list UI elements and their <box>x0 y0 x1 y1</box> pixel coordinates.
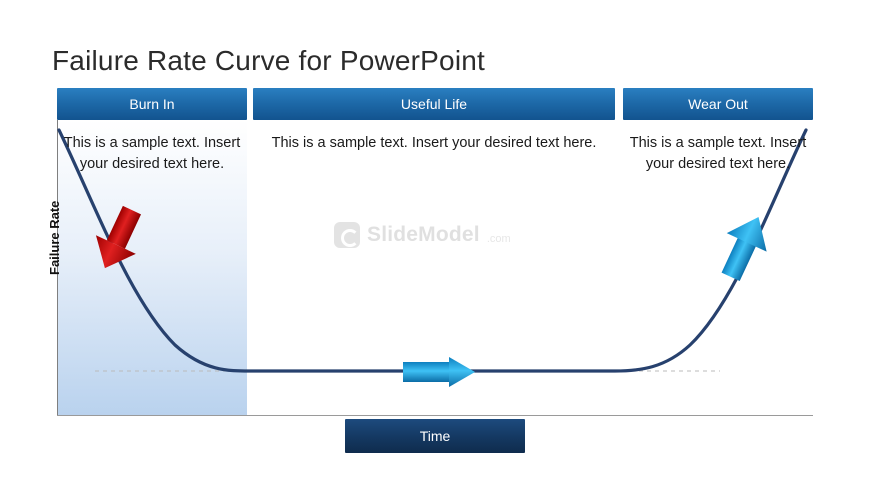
x-axis-label: Time <box>419 428 451 444</box>
up-arrow-icon <box>721 216 767 282</box>
phase-text-burn-in[interactable]: This is a sample text. Insert your desir… <box>63 135 241 173</box>
phase-header-useful-life[interactable]: Useful Life <box>253 88 615 120</box>
x-axis-line <box>57 415 813 416</box>
watermark-tld: .com <box>486 233 511 245</box>
phase-header-useful-life-label: Useful Life <box>400 96 468 112</box>
phase-text-useful-life[interactable]: This is a sample text. Insert your desir… <box>271 135 597 151</box>
phase-header-wear-out[interactable]: Wear Out <box>623 88 813 120</box>
down-arrow-icon <box>95 205 142 269</box>
phase-text-wear-out[interactable]: This is a sample text. Insert your desir… <box>629 135 807 173</box>
phase-header-wear-out-label: Wear Out <box>688 96 748 112</box>
watermark: SlideModel .com <box>334 222 511 248</box>
phase-header-burn-in[interactable]: Burn In <box>57 88 247 120</box>
phase-header-burn-in-label: Burn In <box>129 96 175 112</box>
page-title: Failure Rate Curve for PowerPoint <box>52 44 485 76</box>
right-arrow-icon <box>403 357 475 387</box>
watermark-text: SlideModel <box>367 223 480 246</box>
x-axis-label-box[interactable]: Time <box>345 419 525 453</box>
slidemodel-logo-icon <box>334 222 360 248</box>
